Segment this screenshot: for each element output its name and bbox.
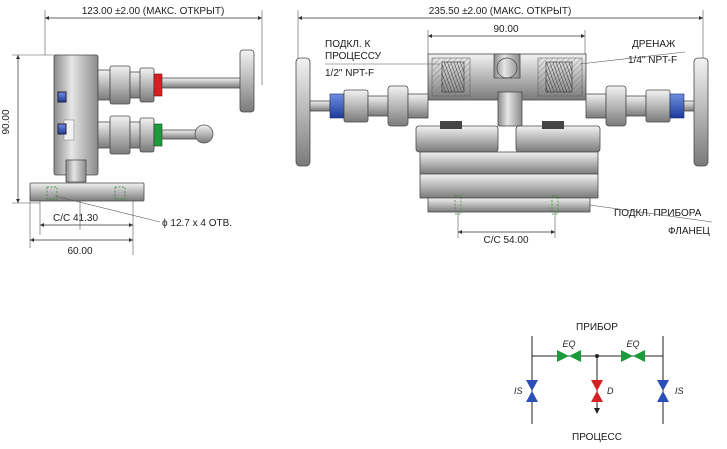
front-cc-dim: C/C 54.00 — [483, 235, 528, 246]
front-overall-width-dim: 235.50 ±2.00 (МАКС. ОТКРЫТ) — [429, 6, 572, 17]
is-left-label: IS — [514, 386, 523, 396]
is-right-label: IS — [675, 386, 684, 396]
drain-label-2: 1/4" NPT-F — [628, 55, 677, 66]
side-holes-note: ϕ 12.7 x 4 ОТВ. — [162, 218, 232, 229]
side-view: 123.00 ±2.00 (МАКС. ОТКРЫТ) 90.00 — [1, 6, 263, 257]
is-valve-left-symbol — [526, 380, 538, 402]
side-height-dim: 90.00 — [1, 109, 12, 134]
side-body — [53, 54, 99, 176]
process-conn-label-1: ПОДКЛ. К — [325, 39, 370, 50]
isolate-valve-left — [295, 57, 429, 167]
equalize-valve-side — [97, 115, 214, 155]
front-body-width-dim: 90.00 — [493, 24, 518, 35]
side-base-width-dim: 60.00 — [67, 246, 92, 257]
drain-port — [497, 91, 523, 127]
is-valve-right-symbol — [657, 380, 669, 402]
side-flange — [29, 182, 145, 202]
drain-label-1: ДРЕНАЖ — [632, 39, 676, 50]
process-conn-label-2: ПРОЦЕССУ — [325, 51, 382, 62]
instrument-conn-label-1: ПОДКЛ. ПРИБОРА — [614, 208, 702, 219]
eq-valve-left-symbol — [557, 350, 581, 362]
eq-left-label: EQ — [562, 339, 575, 349]
instrument-conn-label-2: ФЛАНЕЦ — [668, 226, 710, 237]
eq-right-label: EQ — [626, 339, 639, 349]
side-cc-dim: C/C 41.30 — [53, 213, 98, 224]
schematic-instrument-label: ПРИБОР — [576, 322, 618, 333]
process-conn-label-3: 1/2" NPT-F — [325, 68, 374, 79]
flow-schematic: ПРИБОР ПРОЦЕСС EQ EQ D — [514, 322, 684, 443]
drain-valve-symbol — [591, 380, 603, 414]
isolate-valve-right — [585, 57, 709, 167]
front-view: 235.50 ±2.00 (МАКС. ОТКРЫТ) 90.00 — [295, 6, 713, 246]
side-overall-width-dim: 123.00 ±2.00 (МАКС. ОТКРЫТ) — [82, 6, 225, 17]
drain-label: D — [607, 386, 614, 396]
eq-valve-right-symbol — [621, 350, 645, 362]
drain-valve-side — [97, 49, 255, 113]
schematic-process-label: ПРОЦЕСС — [572, 432, 622, 443]
